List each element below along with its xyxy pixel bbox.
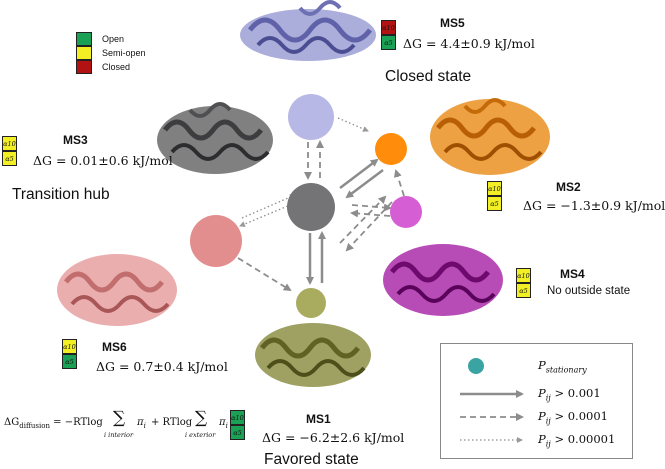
transition-network xyxy=(57,0,550,443)
ms5-label: MS5 xyxy=(440,16,465,30)
legend-open-label: Open xyxy=(102,34,125,44)
ms4-label: MS4 xyxy=(560,267,585,281)
ms3-caption: Transition hub xyxy=(12,186,110,203)
ms1-energy: ΔG = −6.2±2.6 kJ/mol xyxy=(262,430,405,445)
ms3-a5-indicator: α5 xyxy=(2,151,17,166)
formula-pi-1-sub: i xyxy=(143,422,146,430)
formula-sum-exterior: ∑ xyxy=(195,408,208,428)
protein-structure-ms4 xyxy=(383,244,503,316)
ms3-label: MS3 xyxy=(63,133,88,147)
ms6-protein-body xyxy=(57,254,177,326)
legend-stationary-p: P xyxy=(538,358,546,372)
protein-structure-ms2 xyxy=(430,98,550,175)
ms5-a5-indicator: α5 xyxy=(381,35,396,50)
node-ms2 xyxy=(375,133,407,165)
legend-dotted-sub: ij xyxy=(545,439,551,449)
legend-solid-p: P xyxy=(538,386,546,400)
ms2-label: MS2 xyxy=(556,180,581,194)
ms2-a5-indicator: α5 xyxy=(487,196,502,211)
node-ms4 xyxy=(390,196,422,228)
legend-open-swatch xyxy=(76,32,92,46)
ms2-energy: ΔG = −1.3±0.9 kJ/mol xyxy=(523,198,665,213)
formula-pi-2-sub: i xyxy=(225,422,228,430)
ms6-label: MS6 xyxy=(102,340,127,354)
formula-a10-indicator: α10 xyxy=(230,410,245,425)
ms2-protein-body xyxy=(430,99,550,175)
ms6-energy: ΔG = 0.7±0.4 kJ/mol xyxy=(96,359,228,374)
node-ms6 xyxy=(190,215,242,267)
ms1-caption: Favored state xyxy=(264,451,359,468)
ms5-energy: ΔG = 4.4±0.9 kJ/mol xyxy=(403,36,535,51)
legend-closed-label: Closed xyxy=(102,62,131,72)
legend-dashed-sub: ij xyxy=(545,416,551,426)
protein-structure-ms6 xyxy=(57,254,177,326)
legend-stationary-label: Pstationary xyxy=(538,358,587,374)
formula-a5-indicator: α5 xyxy=(230,425,245,440)
formula-part2: + RTlog xyxy=(151,417,193,428)
ms3-energy: ΔG = 0.01±0.6 kJ/mol xyxy=(33,153,173,168)
ms4-protein-body xyxy=(383,244,503,316)
legend-dotted-label: Pij > 0.00001 xyxy=(538,432,615,448)
ms4-caption: No outside state xyxy=(547,285,631,297)
formula-lhs: ΔGdiffusion = −RTlog xyxy=(4,417,103,430)
formula-pi-2-symbol: π xyxy=(219,417,226,428)
formula-part1: = −RTlog xyxy=(49,417,103,428)
ms3-protein-body xyxy=(157,106,273,174)
legend-dotted-p: P xyxy=(538,432,546,446)
node-ms5 xyxy=(288,94,334,140)
formula-pi-1-symbol: π xyxy=(137,417,144,428)
legend-solid-cmp: > 0.001 xyxy=(550,386,601,400)
transition-legend xyxy=(440,343,633,459)
legend-dashed-label: Pij > 0.0001 xyxy=(538,409,608,425)
node-ms1 xyxy=(296,288,326,318)
legend-solid-label: Pij > 0.001 xyxy=(538,386,601,402)
formula-sum-interior-sub: i interior xyxy=(104,431,134,439)
formula-delta-g: ΔG xyxy=(4,417,20,428)
ms6-a10-indicator: α10 xyxy=(62,339,77,354)
protein-structure-ms5 xyxy=(240,0,376,61)
transition-arrows xyxy=(237,117,405,292)
ms2-a10-indicator: α10 xyxy=(487,181,502,196)
formula-pi-1: πi xyxy=(137,417,146,430)
legend-stationary-sub: stationary xyxy=(545,365,587,375)
protein-structure-ms3 xyxy=(157,102,273,174)
stationary-marker xyxy=(468,358,484,374)
legend-semi-open-swatch xyxy=(76,46,92,60)
legend-closed-swatch xyxy=(76,60,92,74)
ms1-label: MS1 xyxy=(306,412,331,426)
formula-lhs-sub: diffusion xyxy=(19,422,50,430)
ms5-a10-indicator: α10 xyxy=(381,20,396,35)
formula-sum-interior: ∑ xyxy=(113,408,126,428)
ms3-a10-indicator: α10 xyxy=(2,136,17,151)
ms4-a10-indicator: α10 xyxy=(516,268,531,283)
formula-pi-2: πi xyxy=(219,417,228,430)
legend-dotted-cmp: > 0.00001 xyxy=(550,432,616,446)
formula-sum-exterior-sub: i exterior xyxy=(185,431,216,439)
legend-dashed-cmp: > 0.0001 xyxy=(550,409,608,423)
ms6-a5-indicator: α5 xyxy=(62,354,77,369)
legend-semi-open-label: Semi-open xyxy=(102,48,146,58)
ms5-caption: Closed state xyxy=(385,68,472,85)
ms4-a5-indicator: α5 xyxy=(516,283,531,298)
node-ms3 xyxy=(287,183,335,231)
legend-dashed-p: P xyxy=(538,409,546,423)
legend-solid-sub: ij xyxy=(545,393,551,403)
protein-structure-ms1 xyxy=(255,323,371,387)
